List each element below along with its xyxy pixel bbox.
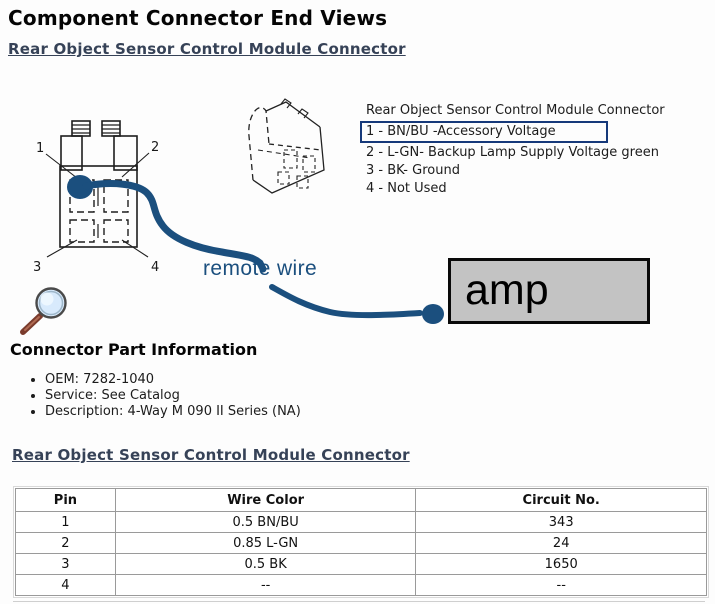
pin-label-1: 1 bbox=[36, 141, 44, 156]
remote-wire-label: remote wire bbox=[203, 257, 318, 280]
list-item-description: Description: 4-Way M 090 II Series (NA) bbox=[45, 404, 301, 420]
list-item-oem: OEM: 7282-1040 bbox=[45, 372, 301, 388]
part-info-list: OEM: 7282-1040 Service: See Catalog Desc… bbox=[14, 372, 301, 420]
section-link-connector-2[interactable]: Rear Object Sensor Control Module Connec… bbox=[12, 446, 410, 464]
cell-wire-color: 0.5 BK bbox=[114, 553, 417, 575]
wire-annotation bbox=[67, 175, 444, 324]
cell-circuit-no: -- bbox=[415, 574, 707, 596]
list-item-service: Service: See Catalog bbox=[45, 388, 301, 404]
page-bottom-divider bbox=[13, 601, 705, 602]
column-header-circuit-no: Circuit No. bbox=[415, 488, 707, 512]
amp-box: amp bbox=[448, 258, 650, 324]
pin-label-2: 2 bbox=[151, 140, 159, 155]
part-info-heading: Connector Part Information bbox=[10, 340, 258, 359]
legend-line-1-highlighted: 1 - BN/BU -Accessory Voltage bbox=[360, 121, 608, 143]
table-row: 2 0.85 L-GN 24 bbox=[15, 532, 707, 554]
connector-legend: Rear Object Sensor Control Module Connec… bbox=[360, 103, 665, 199]
pin-label-3: 3 bbox=[33, 260, 41, 275]
column-header-pin: Pin bbox=[15, 488, 116, 512]
cell-pin: 1 bbox=[15, 511, 116, 533]
pin-label-4: 4 bbox=[151, 260, 159, 275]
pin-1-highlight-blob bbox=[67, 175, 93, 199]
section-link-connector[interactable]: Rear Object Sensor Control Module Connec… bbox=[8, 40, 406, 58]
legend-line-3: 3 - BK- Ground bbox=[366, 163, 460, 178]
table-row: 4 -- -- bbox=[15, 574, 707, 596]
connector-iso-view-drawing bbox=[248, 98, 325, 194]
table-row: 3 0.5 BK 1650 bbox=[15, 553, 707, 575]
legend-line-2: 2 - L-GN- Backup Lamp Supply Voltage gre… bbox=[366, 145, 659, 160]
table-header-row: Pin Wire Color Circuit No. bbox=[15, 488, 707, 512]
connector-front-view-drawing bbox=[45, 120, 150, 258]
pin-table: Pin Wire Color Circuit No. 1 0.5 BN/BU 3… bbox=[15, 488, 707, 596]
cell-pin: 3 bbox=[15, 553, 116, 575]
column-header-wire-color: Wire Color bbox=[114, 488, 417, 512]
cell-pin: 4 bbox=[15, 574, 116, 596]
page-title: Component Connector End Views bbox=[8, 6, 388, 30]
pin-table-frame: Pin Wire Color Circuit No. 1 0.5 BN/BU 3… bbox=[13, 486, 709, 598]
legend-title: Rear Object Sensor Control Module Connec… bbox=[366, 103, 665, 118]
magnifier-icon[interactable] bbox=[18, 284, 72, 338]
cell-wire-color: 0.5 BN/BU bbox=[114, 511, 417, 533]
cell-wire-color: 0.85 L-GN bbox=[114, 532, 417, 554]
cell-circuit-no: 343 bbox=[415, 511, 707, 533]
cell-pin: 2 bbox=[15, 532, 116, 554]
table-row: 1 0.5 BN/BU 343 bbox=[15, 511, 707, 533]
connector-diagram: 1 2 3 4 bbox=[33, 98, 444, 324]
legend-line-4: 4 - Not Used bbox=[366, 181, 447, 196]
cell-circuit-no: 24 bbox=[415, 532, 707, 554]
cell-circuit-no: 1650 bbox=[415, 553, 707, 575]
cell-wire-color: -- bbox=[114, 574, 417, 596]
